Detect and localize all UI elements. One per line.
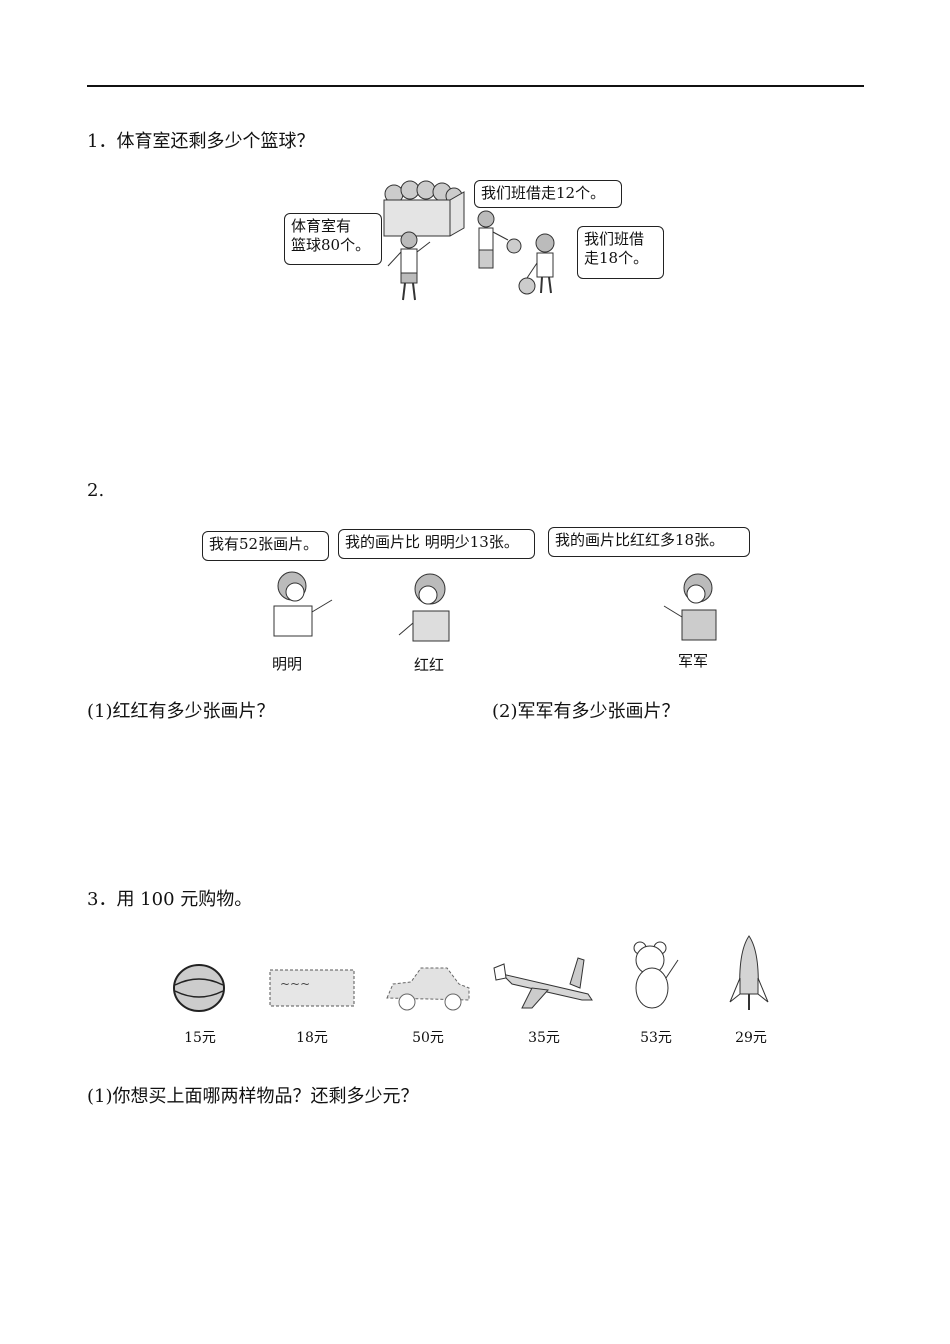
price-airplane: 35元 xyxy=(528,1030,560,1046)
question-3-title: 3．用 100 元购物。 xyxy=(87,889,253,910)
question-3-sub1: (1)你想买上面哪两样物品？还剩多少元？ xyxy=(87,1086,419,1107)
question-2-sub2: (2)军军有多少张画片？ xyxy=(492,701,680,722)
speech-bubble-class1: 我们班借走12个。 xyxy=(474,180,622,208)
question-1-title: 1．体育室还剩多少个篮球？ xyxy=(87,131,315,152)
speech-bubble-honghong: 我的画片比 明明少13张。 xyxy=(338,529,535,559)
car-icon xyxy=(383,962,473,1012)
rocket-icon xyxy=(728,934,770,1014)
speech-bubble-mingming: 我有52张画片。 xyxy=(202,531,329,561)
girl-with-ball-icon xyxy=(515,233,575,298)
mingming-figure-icon xyxy=(262,570,337,640)
question-2-number: 2. xyxy=(87,480,105,501)
price-car: 50元 xyxy=(412,1030,444,1046)
bubble-text-line1: 体育室有 xyxy=(291,217,352,235)
bubble-text: 我有52张画片。 xyxy=(209,535,319,553)
boy-with-arms-out-icon xyxy=(384,230,434,305)
bubble-text: 我们班借走12个。 xyxy=(481,184,606,202)
bubble-text-line2: 走18个。 xyxy=(584,249,649,267)
speech-bubble-junjun: 我的画片比红红多18张。 xyxy=(548,527,750,557)
header-rule xyxy=(87,85,864,87)
bubble-text-line2: 篮球80个。 xyxy=(291,236,371,254)
teddy-bear-icon xyxy=(628,940,686,1016)
name-junjun: 军军 xyxy=(678,652,709,670)
price-rocket: 29元 xyxy=(735,1030,767,1046)
price-cake: 18元 xyxy=(296,1030,328,1046)
bubble-text: 我的画片比 明明少13张。 xyxy=(345,533,519,551)
bubble-text: 我的画片比红红多18张。 xyxy=(555,531,725,549)
airplane-icon xyxy=(492,954,600,1014)
girl-dribbling-icon xyxy=(468,210,528,275)
price-teddy-bear: 53元 xyxy=(640,1030,672,1046)
speech-bubble-gym: 体育室有 篮球80个。 xyxy=(284,213,382,265)
svg-text:~~~: ~~~ xyxy=(280,977,310,991)
speech-bubble-class2: 我们班借 走18个。 xyxy=(577,226,664,279)
cake-icon: ~~~ xyxy=(268,968,356,1008)
junjun-figure-icon xyxy=(658,572,723,642)
honghong-figure-icon xyxy=(395,573,465,643)
question-2-sub1: (1)红红有多少张画片？ xyxy=(87,701,275,722)
name-honghong: 红红 xyxy=(414,656,445,674)
ball-icon xyxy=(172,963,226,1013)
name-mingming: 明明 xyxy=(272,655,303,673)
basketball-box-icon xyxy=(380,178,465,238)
bubble-text-line1: 我们班借 xyxy=(584,230,645,248)
price-ball: 15元 xyxy=(184,1030,216,1046)
